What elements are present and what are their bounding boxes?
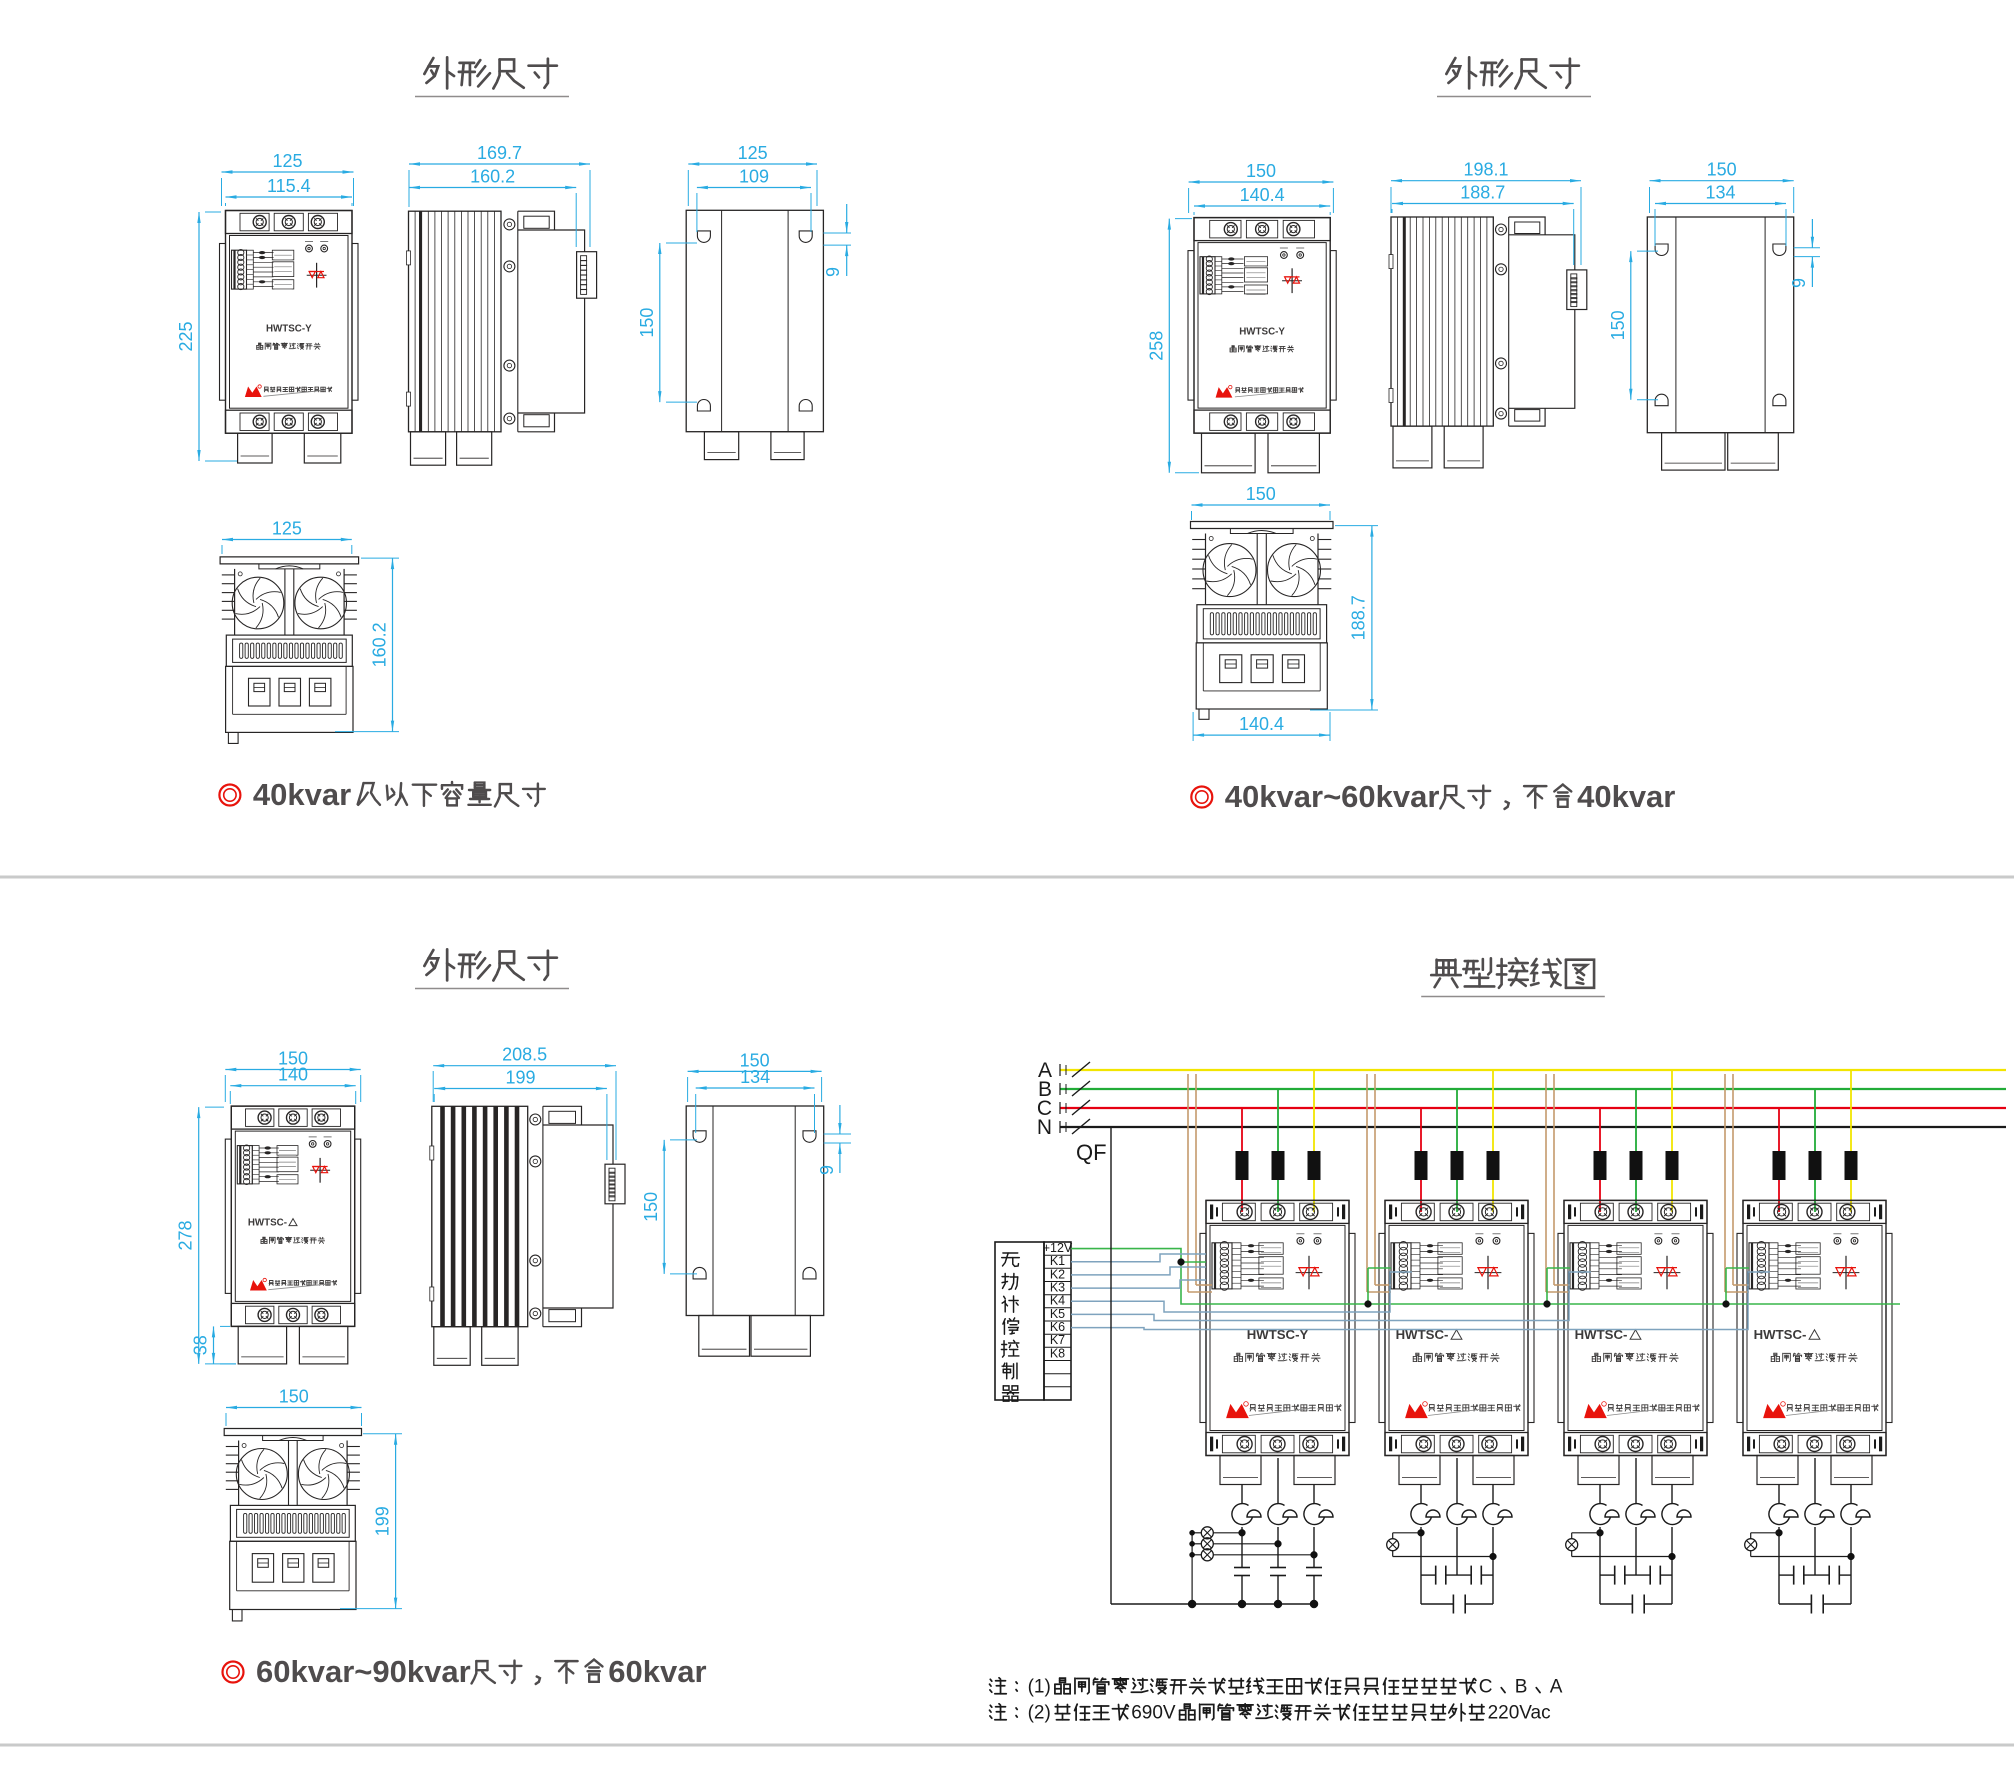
svg-text:C: C — [1037, 1097, 1052, 1120]
svg-text:690V: 690V — [1131, 1703, 1176, 1724]
svg-text:125: 125 — [738, 143, 768, 163]
svg-text:208.5: 208.5 — [502, 1045, 547, 1065]
svg-text:150: 150 — [740, 1050, 770, 1070]
svg-text:160.2: 160.2 — [470, 167, 515, 187]
svg-text:K5: K5 — [1050, 1307, 1065, 1321]
svg-text:N: N — [1037, 1116, 1052, 1139]
svg-text:+12V: +12V — [1043, 1241, 1073, 1255]
svg-text:K3: K3 — [1050, 1281, 1065, 1295]
svg-text:HWTSC-: HWTSC- — [1575, 1327, 1628, 1342]
svg-text:140: 140 — [278, 1065, 308, 1085]
svg-text:258: 258 — [1146, 331, 1166, 361]
svg-text:C: C — [1479, 1677, 1493, 1698]
svg-text:K2: K2 — [1050, 1267, 1065, 1281]
svg-text:134: 134 — [1705, 183, 1735, 203]
svg-text:150: 150 — [641, 1192, 661, 1222]
svg-text:9: 9 — [817, 1165, 837, 1175]
svg-text:40kvar: 40kvar — [253, 777, 351, 812]
svg-text:278: 278 — [176, 1220, 196, 1250]
svg-text:(1): (1) — [1028, 1677, 1051, 1698]
svg-text:40kvar~60kvar: 40kvar~60kvar — [1225, 779, 1440, 814]
svg-text:60kvar: 60kvar — [608, 1654, 706, 1689]
svg-text:(2): (2) — [1028, 1703, 1051, 1724]
svg-text:125: 125 — [272, 151, 302, 171]
svg-text:B: B — [1038, 1078, 1052, 1101]
svg-text:A: A — [1550, 1677, 1563, 1698]
svg-text:115.4: 115.4 — [267, 176, 311, 196]
svg-text:QF: QF — [1076, 1140, 1107, 1165]
svg-text:A: A — [1038, 1059, 1052, 1082]
svg-text:125: 125 — [272, 519, 302, 539]
svg-text:HWTSC-: HWTSC- — [1754, 1327, 1807, 1342]
svg-text:150: 150 — [1608, 310, 1628, 340]
svg-text:220Vac: 220Vac — [1488, 1703, 1551, 1724]
svg-text:150: 150 — [279, 1387, 309, 1407]
svg-text:150: 150 — [1246, 484, 1276, 504]
svg-text:HWTSC-Y: HWTSC-Y — [1239, 327, 1285, 338]
svg-text:140.4: 140.4 — [1240, 185, 1285, 205]
svg-text:150: 150 — [278, 1049, 308, 1069]
svg-text:38: 38 — [191, 1335, 211, 1355]
svg-text:60kvar~90kvar: 60kvar~90kvar — [256, 1654, 471, 1689]
svg-text:B: B — [1515, 1677, 1528, 1698]
svg-text:9: 9 — [823, 267, 843, 277]
svg-text:150: 150 — [1707, 160, 1737, 180]
svg-text:HWTSC-Y: HWTSC-Y — [1247, 1327, 1309, 1342]
svg-text:HWTSC-: HWTSC- — [248, 1218, 287, 1229]
svg-text:K6: K6 — [1050, 1320, 1065, 1334]
svg-text:199: 199 — [373, 1506, 393, 1536]
svg-text:199: 199 — [505, 1068, 535, 1088]
svg-text:160.2: 160.2 — [370, 622, 390, 667]
svg-text:40kvar: 40kvar — [1577, 779, 1675, 814]
svg-text:HWTSC-Y: HWTSC-Y — [266, 323, 312, 334]
svg-text:K8: K8 — [1050, 1346, 1065, 1360]
svg-text:169.7: 169.7 — [477, 143, 522, 163]
svg-text:K7: K7 — [1050, 1333, 1065, 1347]
svg-text:109: 109 — [739, 167, 769, 187]
svg-text:HWTSC-: HWTSC- — [1396, 1327, 1449, 1342]
svg-text:188.7: 188.7 — [1460, 183, 1505, 203]
svg-text:188.7: 188.7 — [1349, 595, 1369, 640]
svg-text:225: 225 — [176, 321, 196, 351]
svg-text:140.4: 140.4 — [1239, 714, 1284, 734]
svg-text:9: 9 — [1789, 278, 1809, 288]
svg-text:198.1: 198.1 — [1463, 160, 1508, 180]
svg-text:150: 150 — [637, 308, 657, 338]
svg-text:134: 134 — [740, 1067, 770, 1087]
svg-text:K4: K4 — [1050, 1294, 1065, 1308]
svg-text:150: 150 — [1246, 161, 1276, 181]
svg-text:K1: K1 — [1050, 1254, 1065, 1268]
